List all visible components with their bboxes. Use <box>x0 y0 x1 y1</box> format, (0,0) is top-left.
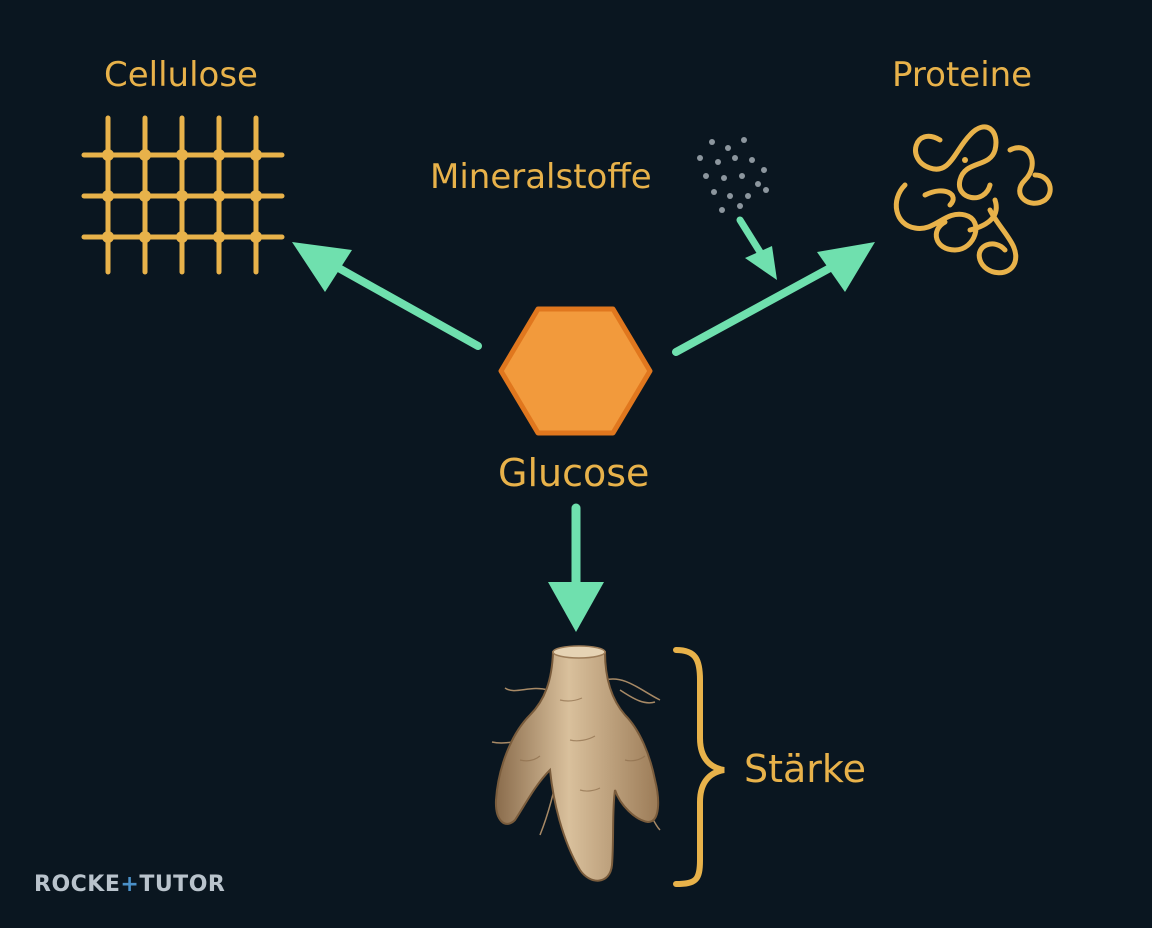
proteine-label: Proteine <box>892 55 1033 95</box>
logo-text-part2: TUTOR <box>139 872 226 897</box>
arrow-to-cellulose <box>292 242 482 350</box>
protein-tangle-icon <box>893 124 1053 276</box>
glucose-hexagon-icon <box>498 306 653 436</box>
logo-plus: + <box>120 872 140 897</box>
cellulose-grid-icon <box>81 115 285 275</box>
staerke-brace <box>673 647 725 887</box>
rocketutor-logo: ROCKE+TUTOR <box>34 872 225 897</box>
tuber-root-image <box>491 645 661 882</box>
logo-text-part1: ROCKE <box>34 872 121 897</box>
cellulose-label: Cellulose <box>104 55 258 95</box>
arrow-minerals-in <box>736 216 777 280</box>
mineralstoffe-label: Mineralstoffe <box>430 157 652 197</box>
arrow-to-staerke <box>548 503 604 632</box>
glucose-label: Glucose <box>498 451 650 495</box>
arrow-to-proteine <box>672 242 875 356</box>
staerke-label: Stärke <box>744 747 866 791</box>
mineral-particles-icon <box>697 137 769 213</box>
